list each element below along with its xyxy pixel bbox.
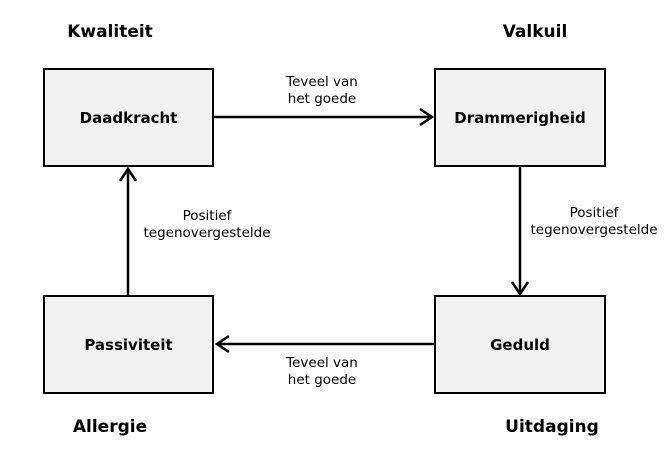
edge-label-left: Positief tegenovergestelde [143, 208, 270, 242]
edge-label-right: Positief tegenovergestelde [530, 205, 657, 239]
label-uitdaging: Uitdaging [505, 417, 599, 437]
box-passiviteit: Passiviteit [43, 295, 214, 394]
edge-label-top: Teveel van het goede [286, 74, 358, 108]
label-kwaliteit: Kwaliteit [67, 22, 153, 42]
edge-label-left-line2: tegenovergestelde [143, 225, 271, 241]
label-allergie: Allergie [72, 417, 148, 437]
edge-label-right-line2: tegenovergestelde [530, 222, 658, 238]
edge-label-bottom-line1: Teveel van [286, 355, 358, 371]
arrow-right [510, 167, 530, 297]
arrow-left [118, 166, 138, 295]
edge-label-bottom: Teveel van het goede [286, 355, 358, 389]
box-drammerigheid: Drammerigheid [434, 68, 606, 167]
box-daadkracht: Daadkracht [43, 68, 214, 167]
edge-label-right-line1: Positief [569, 205, 619, 221]
box-geduld: Geduld [434, 295, 606, 394]
edge-label-left-line1: Positief [182, 208, 232, 224]
label-valkuil: Valkuil [502, 22, 568, 42]
arrow-top [214, 107, 435, 127]
arrow-bottom [214, 334, 434, 354]
edge-label-bottom-line2: het goede [287, 372, 357, 388]
edge-label-top-line1: Teveel van [286, 74, 358, 90]
edge-label-top-line2: het goede [287, 91, 357, 107]
